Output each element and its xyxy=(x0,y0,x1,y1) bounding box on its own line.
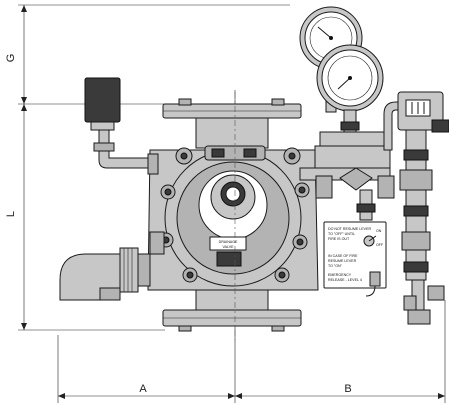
dimension-g-label: G xyxy=(5,54,17,63)
left-elbow-pipe xyxy=(59,231,165,301)
valve-body xyxy=(147,117,319,311)
instruction-line-7: EMERGENCY xyxy=(328,273,352,277)
dimension-l-label: L xyxy=(5,211,17,217)
instruction-line-2: TO "OFF" UNTIL xyxy=(328,232,355,236)
dimension-b-label: B xyxy=(344,383,351,395)
dimension-lines xyxy=(18,4,446,403)
trim-assembly xyxy=(299,101,413,221)
drainage-valve-plate: DRAINAGE VALVE xyxy=(209,236,247,267)
instruction-line-4: IN CASE OF FIRE xyxy=(328,254,358,258)
pressure-gauge-lower xyxy=(316,44,384,133)
switch-on-label: ON xyxy=(376,229,382,233)
bottom-flange xyxy=(162,309,302,332)
solenoid xyxy=(397,91,449,133)
instruction-line-6: TO "ON" xyxy=(328,264,343,268)
instruction-plate: DO NOT RESUME LEVER TO "OFF" UNTIL FIRE … xyxy=(323,221,387,297)
instruction-line-1: DO NOT RESUME LEVER xyxy=(328,227,371,231)
drainage-plate-line-2: VALVE xyxy=(222,245,234,249)
dimension-a-label: A xyxy=(139,383,147,395)
instruction-line-3: FIRE IS OUT xyxy=(328,237,350,241)
drainage-plate-line-1: DRAINAGE xyxy=(219,240,238,244)
switch-off-label: OFF xyxy=(376,243,384,247)
left-actuator xyxy=(84,77,159,175)
instruction-line-8: RELEASE - LEVEL 4 xyxy=(328,278,362,282)
top-flange xyxy=(162,98,302,119)
instruction-line-5: RESUME LEVER xyxy=(328,259,357,263)
right-pipe-column xyxy=(399,129,445,325)
